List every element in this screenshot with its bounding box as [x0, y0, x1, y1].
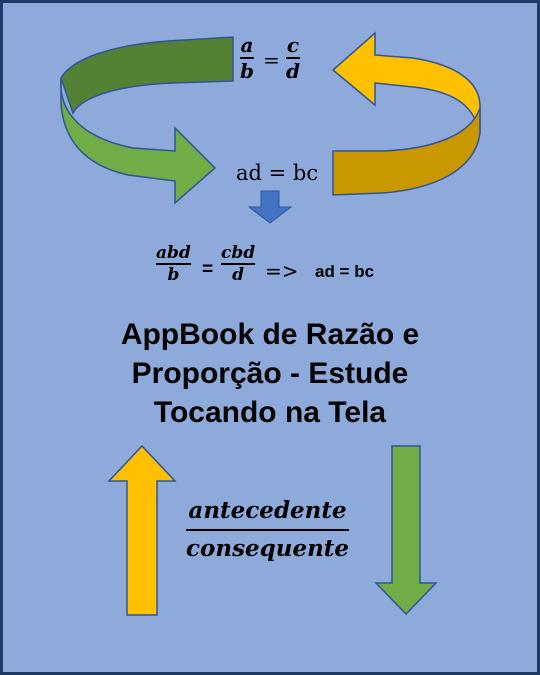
equals-sign: = [202, 259, 214, 280]
denominator: b [240, 59, 254, 83]
denominator: d [286, 59, 300, 83]
numerator: c [286, 33, 300, 57]
arrows-artwork [60, 31, 481, 616]
cross-product-text: ad = bc [236, 161, 319, 185]
denominator: d [232, 265, 244, 285]
numerator: cbd [221, 243, 256, 263]
fraction-c-over-d: c d [286, 33, 300, 83]
numerator: abd [156, 243, 191, 263]
fraction-bar [240, 57, 254, 59]
equals-sign: = [263, 48, 280, 72]
title-line: Tocando na Tela [153, 396, 387, 429]
fraction-cbd-over-d: cbd d [221, 243, 256, 285]
arrow-down-icon [374, 445, 438, 616]
green-curved-arrow-front [60, 77, 217, 205]
fraction-a-over-b: a b [240, 33, 254, 83]
fraction-bar [186, 529, 350, 531]
yellow-curved-arrow-front [331, 31, 481, 134]
yellow-curved-arrow-back [332, 107, 481, 196]
ratio-denominator: consequente [186, 535, 350, 562]
cover-page: a b = c d ad = bc abd b = cbd d => ad = … [3, 3, 537, 672]
implies-symbol: => [265, 259, 299, 283]
title-line: AppBook de Razão e [120, 318, 420, 351]
arrow-down-icon [247, 190, 293, 224]
fraction-bar [286, 57, 300, 59]
fraction-bar [156, 263, 191, 265]
ratio-fraction: antecedente consequente [186, 497, 350, 562]
arrow-up-icon [107, 444, 177, 616]
numerator: a [240, 33, 254, 57]
denominator: b [167, 265, 180, 285]
ratio-numerator: antecedente [188, 497, 347, 524]
page-title: AppBook de Razão e Proporção - Estude To… [63, 315, 477, 432]
title-line: Proporção - Estude [131, 357, 409, 390]
fraction-abd-over-b: abd b [156, 243, 191, 285]
result-text: ad = bc [315, 262, 375, 281]
fraction-bar [221, 263, 256, 265]
green-curved-arrow-back [60, 36, 234, 115]
